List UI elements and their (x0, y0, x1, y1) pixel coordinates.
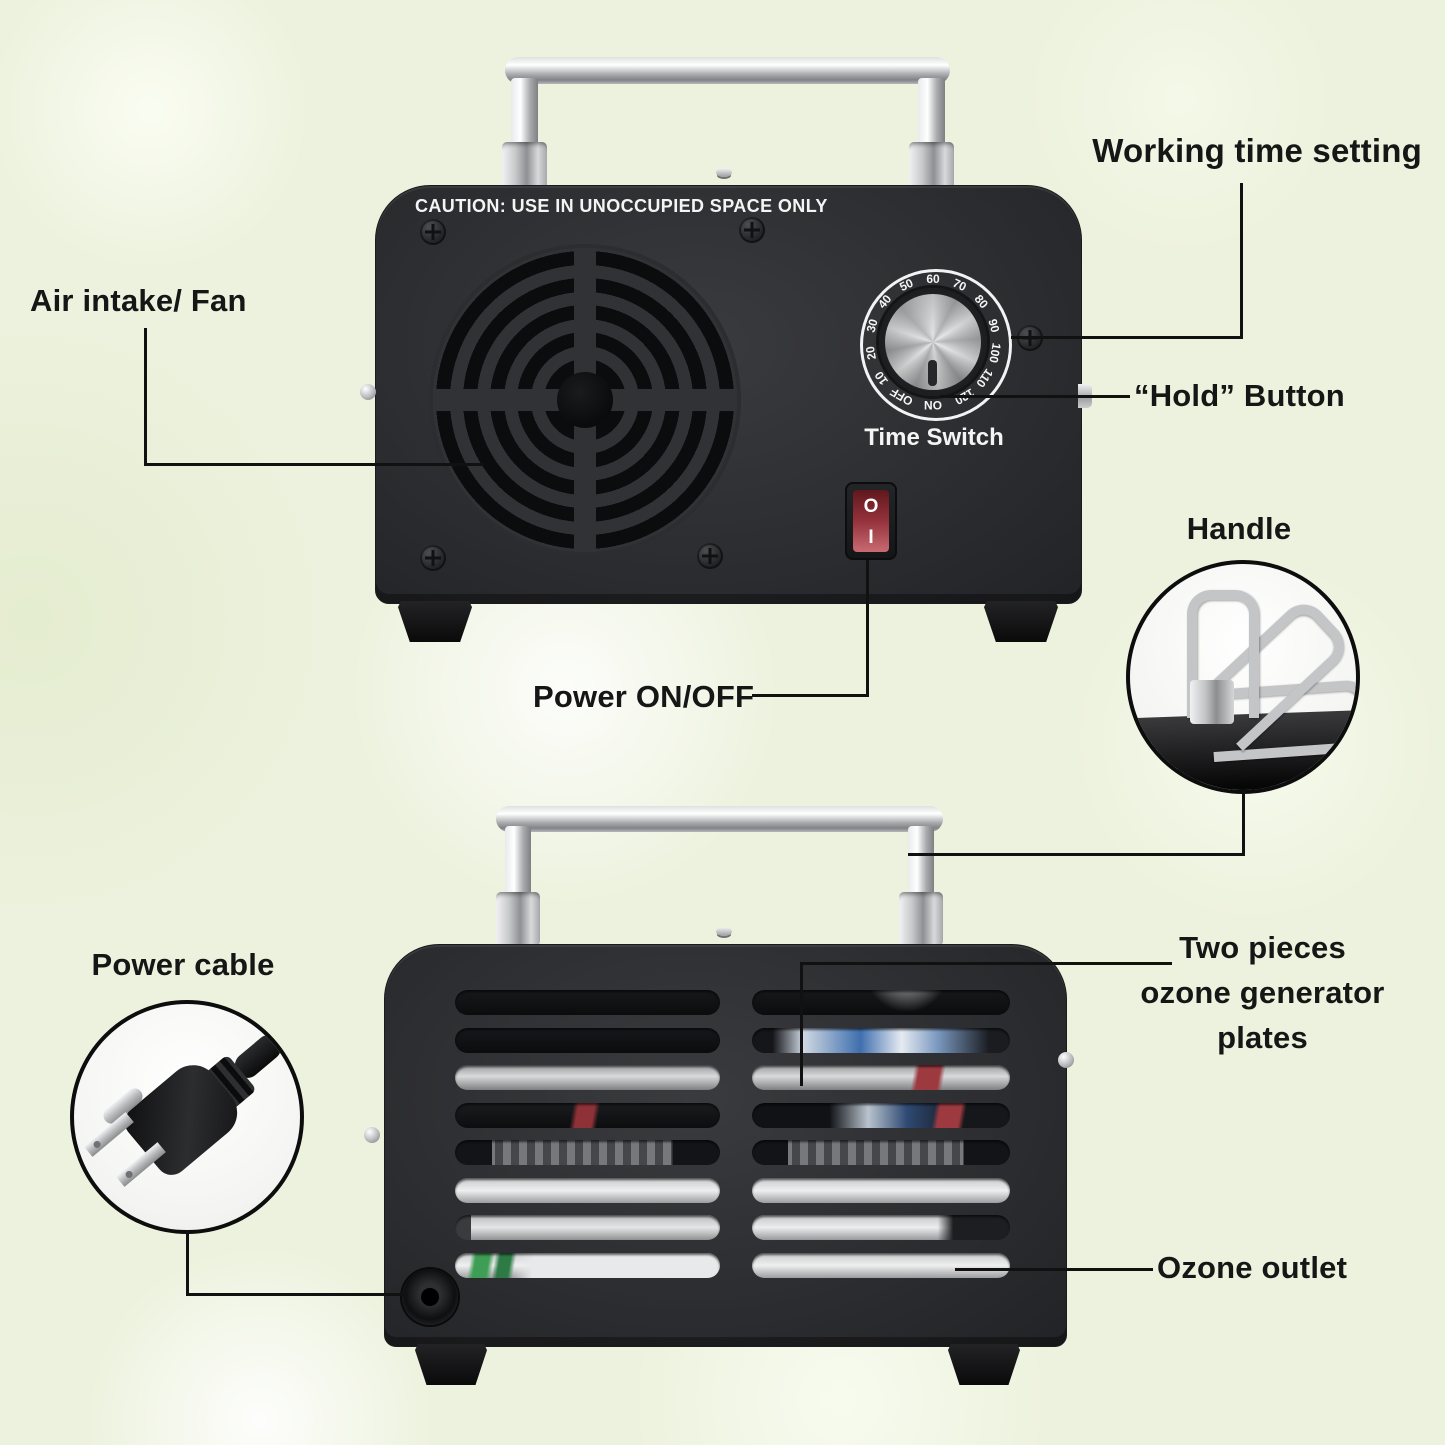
top-handle-leg-right (918, 78, 945, 153)
device-foot (984, 601, 1058, 642)
vent-slot (752, 1177, 1010, 1203)
power-switch-off-glyph: O (863, 496, 879, 517)
callout-line-air-intake (144, 328, 147, 466)
callout-line-two-pieces (800, 962, 803, 1086)
timer-knob-pointer (928, 360, 937, 386)
device-foot (415, 1344, 487, 1385)
handle-inset-ferrule (1190, 680, 1234, 724)
label-air-intake: Air intake/ Fan (30, 283, 247, 318)
dial-label: 20 (862, 345, 880, 361)
vent-slot (455, 1102, 720, 1128)
label-ozone-outlet: Ozone outlet (1157, 1250, 1348, 1285)
blade-hole (92, 1139, 103, 1150)
label-two-pieces-line1: Two pieces (1179, 930, 1346, 965)
vent-slot (752, 1027, 1010, 1053)
bottom-handle-ferrule-right (899, 892, 943, 946)
side-screw (360, 384, 376, 400)
label-two-pieces-line3: plates (1217, 1020, 1308, 1055)
screw (420, 219, 446, 245)
handle-inset-circle (1126, 560, 1360, 794)
screw (739, 217, 765, 243)
top-lid-pin (716, 168, 732, 177)
vent-slot (752, 1102, 1010, 1128)
callout-line-power-cable (186, 1293, 408, 1296)
top-handle-bar (505, 57, 950, 84)
callout-line-hold-button (940, 395, 1130, 398)
callout-line-working-time (1011, 336, 1243, 339)
callout-line-air-intake (144, 463, 484, 466)
callout-line-power-onoff (866, 560, 869, 697)
timer-dial-ring (860, 269, 1012, 421)
power-cable-grommet (402, 1269, 458, 1325)
fan-grille (433, 248, 737, 552)
side-screw (364, 1127, 380, 1143)
vent-slot (752, 1215, 1010, 1240)
bottom-handle-leg-left (505, 826, 531, 898)
vent-slot (455, 1140, 720, 1165)
dial-label: 60 (926, 272, 940, 286)
callout-line-handle (908, 853, 1245, 856)
bottom-handle-leg-right (908, 826, 934, 898)
callout-line-power-onoff (752, 694, 869, 697)
bottom-handle-bar (496, 806, 943, 832)
label-handle: Handle (1186, 511, 1292, 546)
label-working-time: Working time setting (1092, 132, 1422, 169)
vent-slot (455, 990, 720, 1015)
vent-slot (752, 1065, 1010, 1090)
vent-slot (752, 1252, 1010, 1278)
callout-line-handle (1242, 790, 1245, 856)
bottom-handle-ferrule-left (496, 892, 540, 946)
device-foot (948, 1344, 1020, 1385)
vent-slot (455, 1215, 720, 1240)
screw (697, 543, 723, 569)
vent-slot (752, 990, 1010, 1015)
time-switch-label: Time Switch (864, 424, 1004, 451)
callout-line-working-time (1240, 183, 1243, 339)
side-screw (1058, 1052, 1074, 1068)
label-two-pieces: Two pieces ozone generator plates (1085, 925, 1440, 1060)
blade-hole (124, 1169, 135, 1180)
vent-slot (455, 1177, 720, 1203)
vent-slot (752, 1140, 1010, 1165)
callout-line-ozone-outlet (955, 1268, 1153, 1271)
device-foot (398, 601, 472, 642)
vent-slot (455, 1027, 720, 1053)
callout-line-power-cable (186, 1230, 189, 1296)
callout-line-two-pieces (800, 962, 1172, 965)
bottom-lid-pin (716, 927, 732, 936)
label-hold-button: “Hold” Button (1134, 378, 1345, 413)
caution-text: CAUTION: USE IN UNOCCUPIED SPACE ONLY (415, 196, 828, 216)
vent-slot (455, 1252, 720, 1278)
screw (420, 545, 446, 571)
power-plug-inset-circle (70, 1000, 304, 1234)
top-handle-leg-left (511, 78, 538, 153)
power-switch-on-glyph: I (868, 527, 874, 548)
vent-slot (455, 1065, 720, 1090)
label-two-pieces-line2: ozone generator (1140, 975, 1385, 1010)
label-power-cable: Power cable (91, 947, 275, 982)
label-power-onoff: Power ON/OFF (533, 679, 755, 714)
power-switch: O I (853, 490, 889, 552)
dial-label: ON (924, 398, 942, 412)
fan-hub (557, 372, 613, 428)
